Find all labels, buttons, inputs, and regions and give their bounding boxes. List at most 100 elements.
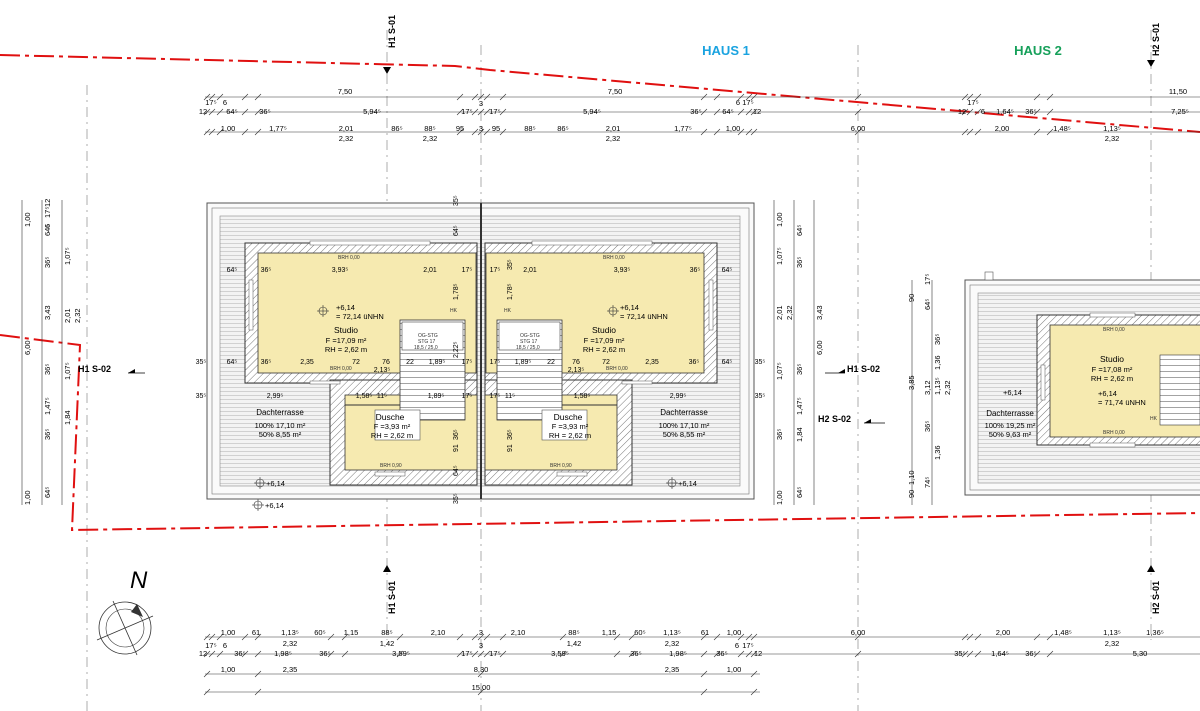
svg-text:17⁵: 17⁵: [742, 641, 753, 650]
dim-tick: [1046, 633, 1054, 641]
section-marker-h2-s01-bottom: H2 S-01: [1147, 565, 1161, 614]
dim-tick: [974, 108, 982, 116]
svg-text:64⁵: 64⁵: [43, 225, 52, 236]
section-marker-h1-s01-top: H1 S-01: [383, 15, 397, 74]
svg-text:1,36⁵: 1,36⁵: [1146, 628, 1164, 637]
svg-text:3,43: 3,43: [815, 305, 824, 320]
svg-text:+6,14: +6,14: [336, 303, 355, 312]
dim-tick: [456, 128, 464, 136]
dim-tick: [854, 650, 862, 658]
svg-text:H1 S-02: H1 S-02: [78, 364, 111, 374]
dim-tick: [700, 128, 708, 136]
dim-tick: [477, 633, 485, 641]
svg-text:F =17,08 m²: F =17,08 m²: [1092, 365, 1133, 374]
svg-text:STG 17: STG 17: [520, 339, 537, 345]
svg-text:2,32: 2,32: [785, 305, 794, 320]
svg-text:36⁵: 36⁵: [507, 429, 514, 440]
dim-tick: [241, 128, 249, 136]
svg-text:60⁵: 60⁵: [314, 628, 325, 637]
dim-tick: [1033, 633, 1041, 641]
svg-text:BRH 0,00: BRH 0,00: [1103, 327, 1125, 333]
dim-tick: [203, 93, 211, 101]
dim-tick: [254, 670, 262, 678]
dim-tick: [974, 650, 982, 658]
svg-text:91: 91: [453, 444, 460, 452]
svg-text:1,00: 1,00: [221, 665, 236, 674]
dim-tick: [327, 633, 335, 641]
svg-text:36⁵: 36⁵: [234, 649, 245, 658]
dim-tick: [700, 688, 708, 696]
svg-text:2,01: 2,01: [775, 305, 784, 320]
dim-tick: [854, 93, 862, 101]
terrace-right: Dachterrasse 100% 17,10 m² 50% 8,55 m² +…: [659, 408, 710, 488]
svg-text:36⁵: 36⁵: [43, 257, 52, 268]
svg-text:64⁵: 64⁵: [795, 487, 804, 498]
dim-tick: [327, 650, 335, 658]
dim-tick: [216, 633, 224, 641]
svg-text:12: 12: [199, 107, 207, 116]
section-marker-h1-s02-right: H1 S-02: [825, 364, 880, 374]
svg-text:BRH 0,00: BRH 0,00: [1103, 430, 1125, 436]
dim-tick: [713, 128, 721, 136]
dim-tick: [483, 108, 491, 116]
svg-text:3,59⁵: 3,59⁵: [551, 649, 569, 658]
dim-tick: [613, 633, 621, 641]
svg-text:2,01: 2,01: [606, 124, 621, 133]
svg-text:1,13⁵: 1,13⁵: [1103, 628, 1121, 637]
dim-tick: [700, 670, 708, 678]
svg-text:64⁵: 64⁵: [795, 225, 804, 236]
haus1-interior-dims: 64⁵ 36⁵ 3,93⁵ 2,01 17⁵ 17⁵ 2,01 3,93⁵ 36…: [196, 267, 766, 400]
svg-text:18,5 / 25,0: 18,5 / 25,0: [414, 345, 438, 351]
svg-text:2,00: 2,00: [996, 628, 1011, 637]
svg-text:17⁵: 17⁵: [43, 207, 52, 218]
svg-text:+6,14: +6,14: [266, 479, 285, 488]
dim-tick: [499, 108, 507, 116]
svg-text:H2 S-01: H2 S-01: [1151, 581, 1161, 614]
room-dusche-left: Dusche F =3,93 m² RH = 2,62 m: [371, 412, 413, 440]
svg-text:1,84: 1,84: [63, 410, 72, 425]
svg-text:1,36: 1,36: [933, 445, 942, 460]
svg-text:1,00: 1,00: [775, 212, 784, 227]
svg-text:90: 90: [907, 490, 916, 498]
svg-text:17⁵: 17⁵: [489, 649, 500, 658]
dim-tick: [750, 108, 758, 116]
top-dim-ticks: [203, 93, 1054, 136]
dim-tick: [203, 650, 211, 658]
svg-text:17⁵: 17⁵: [462, 267, 473, 274]
svg-text:RH = 2,62 m: RH = 2,62 m: [1091, 374, 1133, 383]
svg-text:BRH 0,90: BRH 0,90: [550, 463, 572, 469]
top-dim-labels: 7,50 7,50 11,50 12 17⁵ 6 64⁵ 36⁵ 5,94⁵ 1…: [199, 87, 1189, 143]
dim-tick: [456, 93, 464, 101]
svg-text:2,01: 2,01: [339, 124, 354, 133]
svg-text:1,10: 1,10: [907, 470, 916, 485]
dim-tick: [750, 633, 758, 641]
dim-tick: [254, 633, 262, 641]
svg-text:2,13⁵: 2,13⁵: [568, 367, 585, 374]
svg-text:12: 12: [43, 199, 52, 207]
svg-text:1,00: 1,00: [23, 490, 32, 505]
svg-text:6,00: 6,00: [23, 340, 32, 355]
svg-text:36⁵: 36⁵: [261, 359, 272, 366]
svg-text:6: 6: [736, 98, 740, 107]
svg-text:H1 S-01: H1 S-01: [387, 15, 397, 48]
svg-text:F =3,93 m²: F =3,93 m²: [374, 422, 411, 431]
dim-tick: [477, 93, 485, 101]
section-marker-h2-s01-top: H2 S-01: [1147, 23, 1161, 67]
svg-text:90: 90: [907, 294, 916, 302]
dim-tick: [559, 633, 567, 641]
haus1-title: HAUS 1: [702, 43, 750, 58]
dim-tick: [471, 93, 479, 101]
svg-text:35⁵: 35⁵: [453, 493, 460, 504]
svg-text:64⁵: 64⁵: [227, 267, 238, 274]
svg-text:BRH 0,00: BRH 0,00: [330, 366, 352, 372]
dim-tick: [700, 633, 708, 641]
svg-text:6: 6: [735, 641, 739, 650]
svg-text:64⁵: 64⁵: [722, 359, 733, 366]
dim-tick: [456, 633, 464, 641]
svg-text:1,77⁵: 1,77⁵: [269, 124, 287, 133]
svg-text:11⁵: 11⁵: [377, 393, 387, 400]
svg-text:2,32: 2,32: [1105, 134, 1120, 143]
dim-tick: [254, 650, 262, 658]
svg-text:35⁵: 35⁵: [755, 359, 766, 366]
svg-text:2,99⁵: 2,99⁵: [267, 393, 284, 400]
